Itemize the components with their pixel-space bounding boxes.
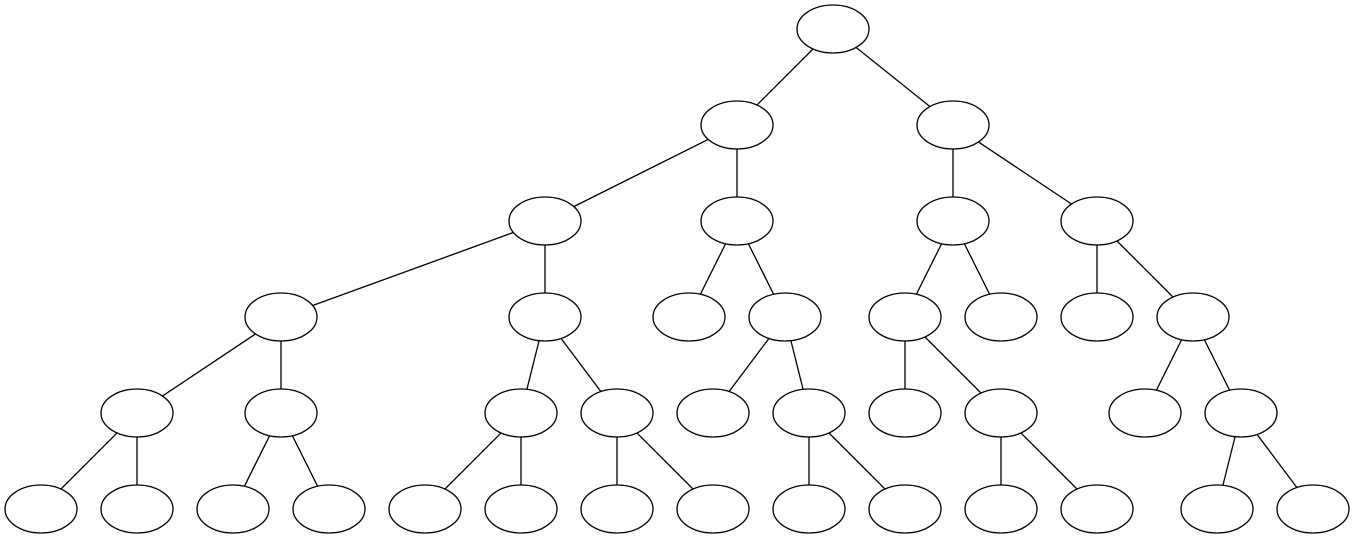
tree-node-n5a — [4, 484, 78, 534]
tree-node-n5b — [100, 484, 174, 534]
tree-node-n5j — [868, 484, 942, 534]
tree-node-n1a — [700, 100, 774, 150]
tree-node-n4b — [244, 388, 318, 438]
tree-node-n3d — [748, 292, 822, 342]
tree-node-n5f — [484, 484, 558, 534]
tree-node-n5k — [964, 484, 1038, 534]
edges — [40, 28, 1314, 510]
tree-node-n1b — [916, 100, 990, 150]
tree-node-n4e — [676, 388, 750, 438]
tree-node-n5l — [1060, 484, 1134, 534]
edge-n1a-n2a — [544, 124, 738, 222]
tree-node-n5d — [292, 484, 366, 534]
tree-node-n2b — [700, 196, 774, 246]
tree-node-n4d — [580, 388, 654, 438]
tree-node-n5n — [1276, 484, 1350, 534]
tree-node-n2a — [508, 196, 582, 246]
tree-node-n4j — [1204, 388, 1278, 438]
tree-node-n4h — [964, 388, 1038, 438]
tree-node-n3h — [1156, 292, 1230, 342]
tree-node-n3c — [652, 292, 726, 342]
tree-node-n3a — [244, 292, 318, 342]
tree-node-n3g — [1060, 292, 1134, 342]
tree-node-n5g — [580, 484, 654, 534]
tree-node-n4i — [1108, 388, 1182, 438]
tree-node-n0 — [796, 4, 870, 54]
tree-node-n5c — [196, 484, 270, 534]
tree-node-n5m — [1180, 484, 1254, 534]
tree-node-n4g — [868, 388, 942, 438]
edge-n2a-n3a — [280, 220, 546, 318]
nodes — [4, 4, 1350, 534]
tree-node-n3e — [868, 292, 942, 342]
tree-node-n4a — [100, 388, 174, 438]
tree-node-n3f — [964, 292, 1038, 342]
tree-node-n3b — [508, 292, 582, 342]
tree-node-n2d — [1060, 196, 1134, 246]
tree-node-n2c — [916, 196, 990, 246]
tree-node-n5e — [388, 484, 462, 534]
tree-node-n4c — [484, 388, 558, 438]
tree-node-n5h — [676, 484, 750, 534]
tree-node-n4f — [772, 388, 846, 438]
tree-node-n5i — [772, 484, 846, 534]
